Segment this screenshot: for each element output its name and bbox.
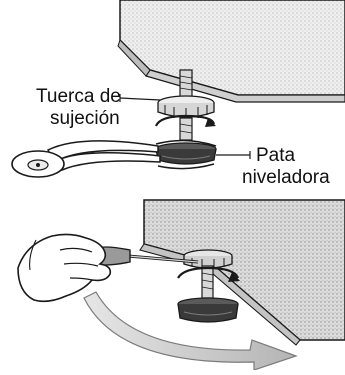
wrench-tool <box>11 139 217 178</box>
bottom-appliance-corner <box>139 199 345 346</box>
bottom-leveling-leg-assembly <box>177 249 240 323</box>
lock-nut-leader-line <box>119 97 161 101</box>
lock-nut-label-line2: sujeción <box>50 108 120 129</box>
rotation-arrow-bottom <box>177 266 240 282</box>
lock-nut-label: Tuerca de sujeción <box>36 86 121 130</box>
top-appliance-corner <box>117 0 345 103</box>
leveling-leg-label-line2: niveladora <box>242 167 330 188</box>
leveling-leg-foot-top <box>155 142 217 165</box>
leveling-leg-label-line1: Pata <box>256 145 296 166</box>
leveling-leg-foot-bottom <box>177 297 239 323</box>
hand-with-screwdriver <box>17 233 199 303</box>
lock-nut-top <box>157 95 215 119</box>
rotation-arrow-top <box>154 114 216 127</box>
top-leveling-leg-assembly <box>154 69 217 165</box>
leveling-leg-label: Pata niveladora <box>242 145 330 189</box>
lock-nut-label-line1: Tuerca de <box>36 86 121 107</box>
